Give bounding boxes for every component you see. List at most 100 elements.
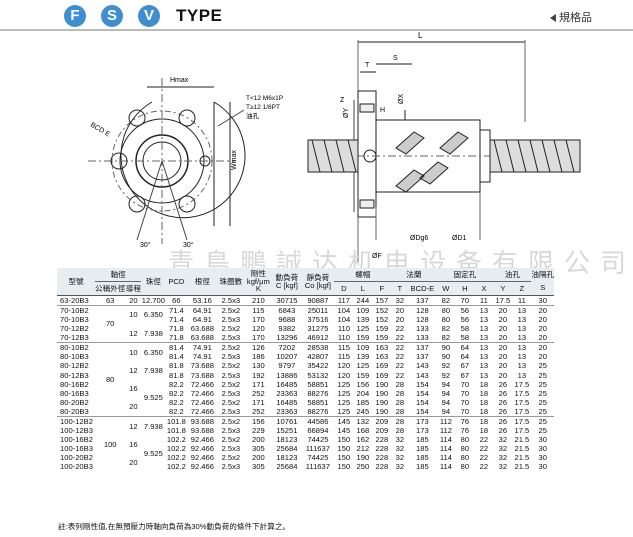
table-cell: 13	[479, 361, 489, 371]
head-nut: 螺帽	[334, 268, 392, 282]
table-cell: 21.5	[514, 462, 530, 472]
table-cell: 204	[356, 388, 370, 398]
table-cell: 17.5	[514, 406, 530, 416]
table-cell: 88276	[307, 388, 329, 398]
standard-note: 規格品	[550, 9, 592, 25]
table-cell: 67	[460, 361, 470, 371]
f-label: ØF	[372, 253, 382, 260]
table-cell: 20	[498, 333, 508, 343]
table-cell: 18	[474, 416, 494, 427]
table-cell: 125	[337, 379, 351, 389]
table-cell: 12	[129, 365, 138, 375]
table-cell: 145	[334, 416, 354, 427]
table-cell: 80	[441, 314, 451, 324]
table-cell: 20	[129, 402, 138, 412]
table-cell: 22	[395, 370, 405, 380]
table-cell: 21.5	[514, 435, 530, 445]
table-cell: 32	[395, 435, 405, 445]
table-cell: 18123	[276, 453, 298, 463]
footnote: 註:表列剛性值,在無預壓力時軸向負荷為30%動負荷的條件下計算之。	[58, 522, 291, 531]
wmax-label: Wmax	[231, 150, 238, 170]
head-ball: 珠徑	[145, 276, 161, 286]
head-rigidity: 剛性 kgf/μm K	[246, 269, 270, 294]
table-cell: 92.466	[190, 435, 214, 445]
head-flange: 法蘭	[391, 268, 437, 282]
table-cell: 16485	[276, 379, 298, 389]
table-cell: 74.91	[187, 342, 218, 353]
table-cell: 81.4	[168, 352, 184, 362]
t-label: T	[365, 62, 370, 69]
table-cell: 143	[416, 370, 429, 380]
table-cell: 30	[538, 453, 547, 463]
table-cell: 20	[493, 305, 513, 316]
table-cell: 67	[460, 370, 470, 380]
table-cell: 13	[517, 361, 527, 371]
table-cell: 23363	[276, 406, 298, 416]
table-cell: 20	[493, 342, 513, 353]
table-cell: 30	[538, 462, 547, 472]
table-cell: 9.525	[143, 393, 163, 403]
table-cell: 10761	[272, 416, 302, 427]
table-cell: 173	[416, 426, 429, 436]
table-cell: 7.938	[143, 328, 163, 338]
table-cell: 26	[498, 397, 508, 407]
table-cell: 32	[395, 453, 405, 463]
model-cell: 100-16B3	[60, 444, 93, 454]
table-cell: 114	[439, 435, 452, 445]
table-cell: 185	[416, 462, 429, 472]
head-shaft: 軸徑	[95, 268, 142, 282]
table-cell: 7202	[272, 342, 302, 353]
table-cell: 10	[125, 305, 142, 325]
model-cell: 100-16B2	[60, 435, 93, 445]
table-cell: 92.466	[190, 444, 214, 454]
table-cell: 32	[395, 462, 405, 472]
table-cell: 46912	[307, 333, 329, 343]
table-cell: 159	[375, 333, 389, 343]
table-cell: 25	[538, 397, 547, 407]
table-cell: 13	[479, 314, 489, 324]
table-cell: 117	[334, 294, 354, 306]
table-cell: 76	[455, 416, 475, 427]
badge-f: F	[64, 5, 86, 27]
table-cell: 228	[375, 435, 389, 445]
table-cell: 100	[95, 416, 126, 472]
head-model: 型號	[68, 276, 84, 286]
table-cell: 28	[395, 397, 405, 407]
table-cell: 70	[95, 305, 126, 343]
table-cell: 17.5	[512, 416, 532, 427]
table-cell: 72.466	[190, 379, 214, 389]
table-cell: 163	[372, 342, 392, 353]
table-cell: 17.5	[493, 294, 513, 306]
table-cell: 190	[375, 388, 389, 398]
model-cell: 80-20B2	[60, 397, 89, 407]
table-cell: 20	[129, 457, 138, 467]
model-cell: 80-20B3	[60, 406, 89, 416]
table-cell: 66	[165, 294, 188, 306]
oil-note-3: 油孔	[246, 111, 260, 120]
table-cell: 30	[538, 435, 547, 445]
table-cell: 32	[498, 462, 508, 472]
table-cell: 13	[517, 324, 527, 334]
y-label: ØY	[343, 108, 350, 118]
table-cell: 92	[441, 370, 451, 380]
table-cell: 2.5x3	[221, 333, 241, 343]
table-cell: 156	[244, 416, 273, 427]
head-dynamic-load: 動負荷 C [kgf]	[275, 272, 299, 290]
table-cell: 25	[538, 379, 547, 389]
table-cell: 76	[460, 426, 470, 436]
table-cell: 2.5x2	[221, 453, 241, 463]
table-cell: 9797	[278, 361, 296, 371]
table-cell: 74.91	[192, 352, 212, 362]
table-cell: 228	[375, 444, 389, 454]
table-cell: 6843	[272, 305, 302, 316]
table-cell: 22	[395, 361, 405, 371]
return-tubes	[395, 131, 469, 193]
